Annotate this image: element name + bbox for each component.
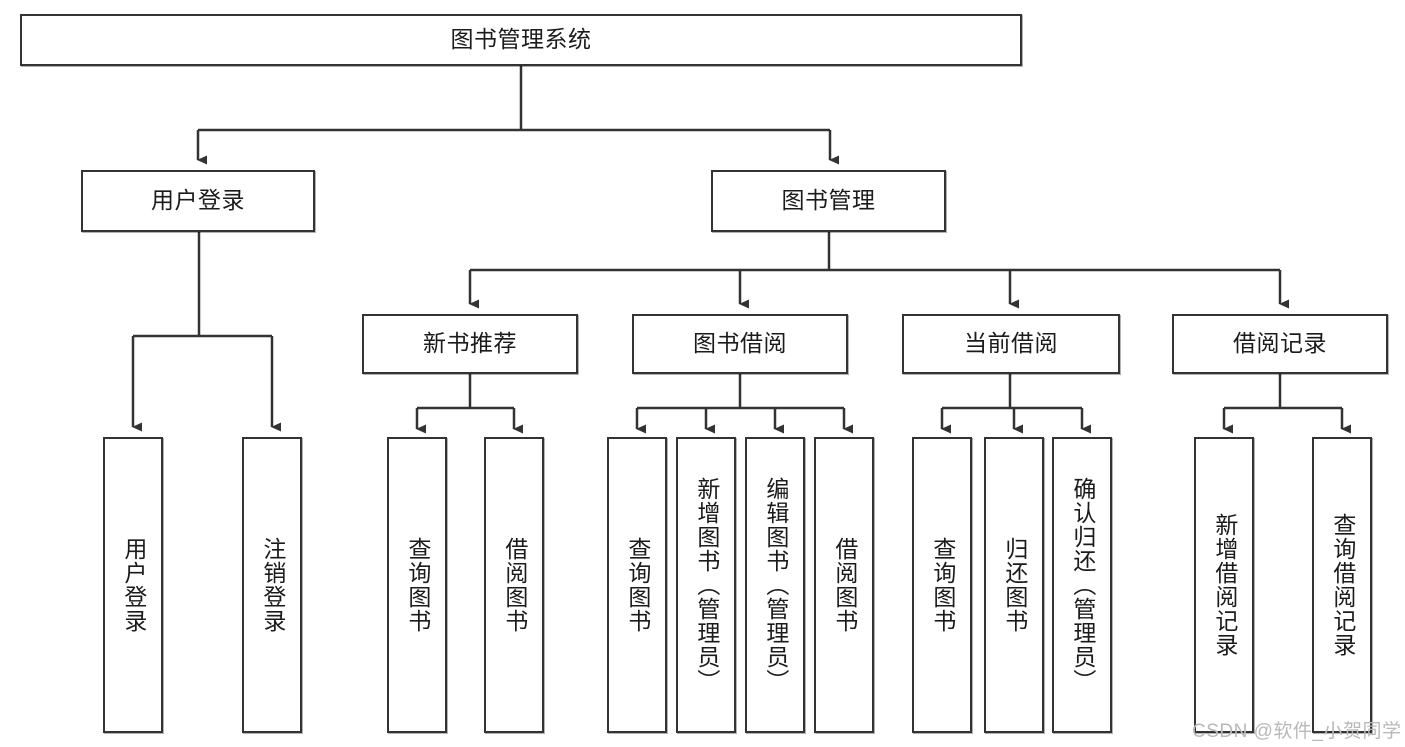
- node-leaf-add-book[interactable]: 新增图书（管理员）: [676, 437, 736, 733]
- node-leaf-query-book-borrow[interactable]: 查询图书: [607, 437, 667, 733]
- node-leaf-edit-book[interactable]: 编辑图书（管理员）: [745, 437, 805, 733]
- node-leaf-logout[interactable]: 注销登录: [242, 437, 302, 733]
- node-leaf-add-book-label: 新增图书（管理员）: [693, 477, 720, 693]
- node-book-borrow[interactable]: 图书借阅: [632, 314, 848, 374]
- node-leaf-query-book-borrow-label: 查询图书: [624, 537, 651, 633]
- node-leaf-edit-book-label: 编辑图书（管理员）: [762, 477, 789, 693]
- node-leaf-borrow-book[interactable]: 借阅图书: [814, 437, 874, 733]
- node-leaf-query-borrow-record[interactable]: 查询借阅记录: [1312, 437, 1372, 733]
- node-leaf-query-borrow-record-label: 查询借阅记录: [1329, 513, 1356, 657]
- csdn-watermark: CSDN @软件_小贺同学: [1192, 721, 1402, 742]
- node-root[interactable]: 图书管理系统: [20, 14, 1022, 66]
- node-leaf-borrow-book-label: 借阅图书: [831, 537, 858, 633]
- node-leaf-user-login[interactable]: 用户登录: [103, 437, 163, 733]
- node-user-login-label: 用户登录: [151, 187, 245, 214]
- node-book-manage[interactable]: 图书管理: [711, 170, 946, 232]
- node-leaf-query-book-recommend-label: 查询图书: [404, 537, 431, 633]
- node-leaf-query-book-recommend[interactable]: 查询图书: [387, 437, 447, 733]
- node-leaf-add-borrow-record[interactable]: 新增借阅记录: [1194, 437, 1254, 733]
- node-book-manage-label: 图书管理: [781, 187, 876, 214]
- node-new-book-recommend-label: 新书推荐: [423, 330, 517, 357]
- node-leaf-confirm-return-label: 确认归还（管理员）: [1069, 477, 1096, 693]
- node-leaf-logout-label: 注销登录: [259, 537, 286, 633]
- node-root-label: 图书管理系统: [450, 26, 592, 53]
- node-current-borrow-label: 当前借阅: [964, 330, 1058, 357]
- node-user-login[interactable]: 用户登录: [81, 170, 315, 232]
- node-leaf-query-book-current-label: 查询图书: [929, 537, 956, 633]
- node-new-book-recommend[interactable]: 新书推荐: [362, 314, 578, 374]
- node-leaf-return-book[interactable]: 归还图书: [984, 437, 1044, 733]
- node-leaf-confirm-return[interactable]: 确认归还（管理员）: [1052, 437, 1112, 733]
- node-leaf-borrow-book-recommend[interactable]: 借阅图书: [484, 437, 544, 733]
- node-borrow-record-label: 借阅记录: [1233, 330, 1327, 357]
- node-leaf-return-book-label: 归还图书: [1001, 537, 1028, 633]
- node-book-borrow-label: 图书借阅: [693, 330, 787, 357]
- node-leaf-borrow-book-recommend-label: 借阅图书: [501, 537, 528, 633]
- node-leaf-add-borrow-record-label: 新增借阅记录: [1211, 513, 1238, 657]
- node-leaf-user-login-label: 用户登录: [120, 537, 147, 633]
- node-borrow-record[interactable]: 借阅记录: [1172, 314, 1388, 374]
- node-current-borrow[interactable]: 当前借阅: [902, 314, 1120, 374]
- node-leaf-query-book-current[interactable]: 查询图书: [912, 437, 972, 733]
